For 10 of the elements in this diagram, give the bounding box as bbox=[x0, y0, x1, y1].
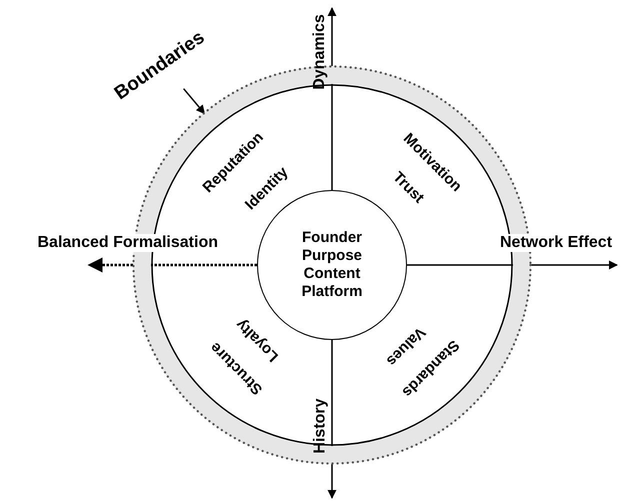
axis-arrow bbox=[328, 340, 336, 499]
axis-label: History bbox=[311, 398, 330, 454]
axis-label: Network Effect bbox=[498, 234, 614, 252]
axis-arrow bbox=[88, 258, 257, 272]
pointer-arrow bbox=[183, 88, 206, 114]
axis-arrow bbox=[407, 260, 618, 270]
axis-label: Dynamics bbox=[310, 14, 329, 90]
core-text: Founder Purpose Content Platform bbox=[300, 229, 364, 301]
axis-arrow bbox=[328, 7, 336, 190]
axis-label: Balanced Formalisation bbox=[36, 234, 220, 252]
